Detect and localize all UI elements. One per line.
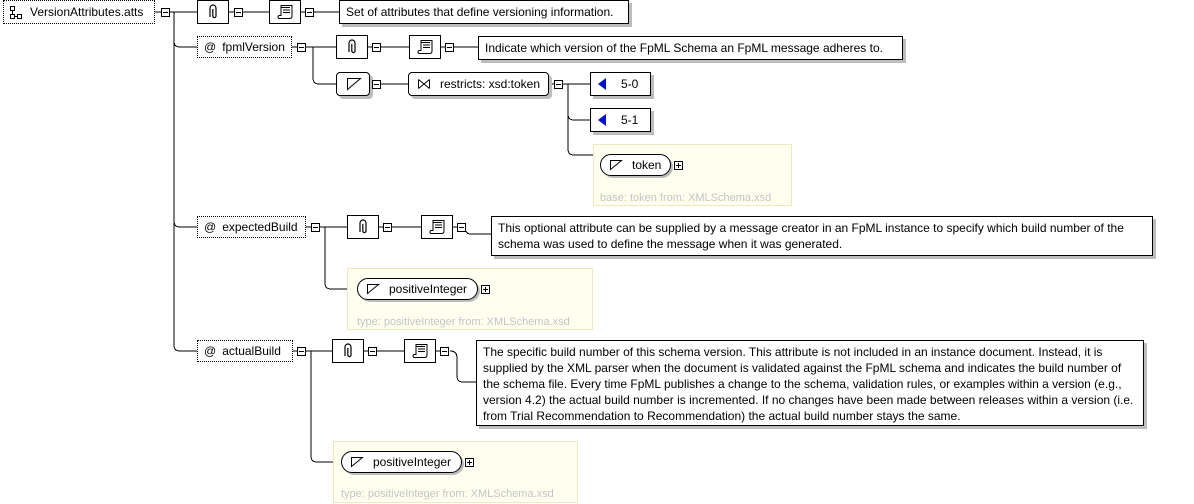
collapse-toggle[interactable]: [372, 80, 381, 89]
restriction-node[interactable]: restricts: xsd:token: [408, 72, 549, 96]
enumeration-value: 5-1: [621, 113, 639, 127]
attribute-at-icon: @: [204, 344, 217, 358]
restriction-icon: [417, 78, 431, 90]
paperclip-icon: [345, 39, 359, 55]
scroll-icon: [277, 4, 295, 20]
type-label: type: positiveInteger from: XMLSchema.xs…: [357, 316, 570, 328]
expand-toggle[interactable]: [481, 285, 490, 294]
collapse-toggle[interactable]: [457, 223, 466, 232]
attribute-name: expectedBuild: [222, 220, 298, 234]
paperclip-icon: [341, 343, 355, 359]
collapse-toggle[interactable]: [297, 347, 306, 356]
enumeration-node[interactable]: 5-0: [590, 72, 651, 96]
collapse-toggle[interactable]: [234, 8, 243, 17]
attribute-group-node[interactable]: VersionAttributes.atts: [3, 0, 155, 24]
collapse-toggle[interactable]: [368, 347, 377, 356]
base-type-node[interactable]: token: [600, 154, 671, 176]
documentation-node[interactable]: [269, 0, 301, 24]
annotation-node[interactable]: [332, 339, 364, 363]
simple-type-icon: [609, 159, 623, 171]
attribute-expectedBuild[interactable]: @ expectedBuild: [197, 216, 306, 238]
attribute-at-icon: @: [204, 220, 217, 234]
documentation-text: Set of attributes that define versioning…: [339, 0, 629, 24]
attribute-actualBuild[interactable]: @ actualBuild: [197, 340, 293, 362]
paperclip-icon: [206, 4, 220, 20]
scroll-icon: [412, 343, 430, 359]
annotation-node[interactable]: [347, 215, 379, 239]
attribute-name: fpmlVersion: [222, 40, 285, 54]
documentation-text: This optional attribute can be supplied …: [491, 216, 1153, 256]
simple-type-icon: [366, 283, 380, 295]
documentation-text: Indicate which version of the FpML Schem…: [478, 36, 903, 60]
enumeration-icon: [598, 78, 606, 90]
collapse-toggle[interactable]: [445, 43, 454, 52]
type-label: type: positiveInteger from: XMLSchema.xs…: [341, 488, 554, 500]
paperclip-icon: [356, 219, 370, 235]
base-type-label: base: token from: XMLSchema.xsd: [600, 192, 772, 204]
expand-toggle[interactable]: [674, 161, 683, 170]
collapse-toggle[interactable]: [305, 8, 314, 17]
annotation-node[interactable]: [336, 35, 368, 59]
collapse-toggle[interactable]: [383, 223, 392, 232]
simple-type-icon: [350, 456, 364, 468]
scroll-icon: [417, 39, 435, 55]
attribute-fpmlVersion[interactable]: @ fpmlVersion: [197, 36, 292, 58]
scroll-icon: [429, 219, 447, 235]
collapse-toggle[interactable]: [297, 43, 306, 52]
collapse-toggle[interactable]: [440, 347, 449, 356]
documentation-node[interactable]: [409, 35, 441, 59]
attribute-name: actualBuild: [222, 344, 281, 358]
attribute-at-icon: @: [204, 40, 217, 54]
type-name: positiveInteger: [389, 282, 468, 296]
enumeration-node[interactable]: 5-1: [590, 108, 651, 132]
attribute-group-name: VersionAttributes.atts: [30, 5, 144, 19]
collapse-toggle[interactable]: [554, 80, 563, 89]
enumeration-icon: [598, 114, 606, 126]
documentation-text: The specific build number of this schema…: [476, 340, 1144, 426]
expand-toggle[interactable]: [465, 458, 474, 467]
collapse-toggle[interactable]: [372, 43, 381, 52]
simple-type-icon: [346, 77, 362, 91]
simple-type-node[interactable]: [336, 72, 370, 96]
type-node[interactable]: positiveInteger: [357, 278, 478, 300]
collapse-toggle[interactable]: [161, 8, 170, 17]
documentation-node[interactable]: [404, 339, 436, 363]
base-type-name: token: [632, 158, 662, 172]
restriction-label: restricts: xsd:token: [440, 77, 541, 91]
annotation-node[interactable]: [197, 0, 229, 24]
collapse-toggle[interactable]: [311, 223, 320, 232]
attribute-group-icon: [9, 5, 25, 21]
type-node[interactable]: positiveInteger: [341, 451, 462, 473]
type-name: positiveInteger: [373, 455, 452, 469]
enumeration-value: 5-0: [621, 77, 639, 91]
documentation-node[interactable]: [421, 215, 453, 239]
